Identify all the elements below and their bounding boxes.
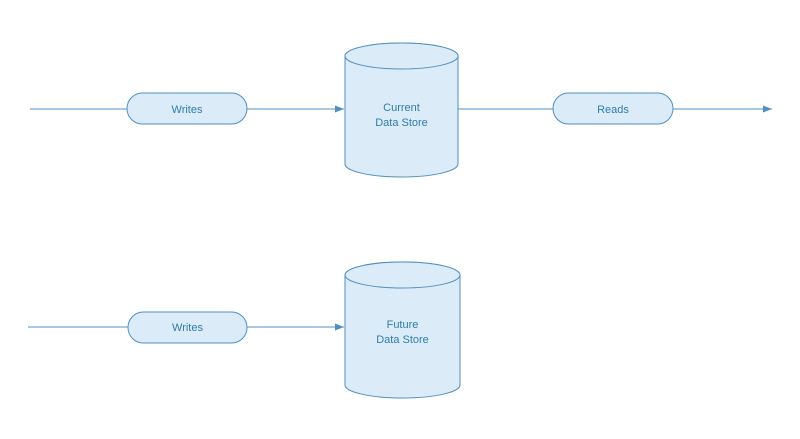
node-future-data-store: Future Data Store bbox=[344, 261, 461, 399]
node-current-data-store: Current Data Store bbox=[344, 42, 459, 178]
writes-bottom-label: Writes bbox=[172, 322, 203, 334]
node-writes-top: Writes bbox=[126, 92, 248, 125]
database-cylinder-top bbox=[344, 261, 461, 289]
flow-row-current: Writes Current Data Store Reads bbox=[30, 42, 772, 178]
current-store-label-line1: Current bbox=[383, 102, 420, 114]
flow-row-future: Writes Future Data Store bbox=[28, 261, 461, 399]
future-store-label-line2: Data Store bbox=[376, 334, 429, 346]
future-store-label-line1: Future bbox=[387, 319, 419, 331]
database-cylinder-top bbox=[344, 42, 459, 70]
node-reads: Reads bbox=[552, 92, 674, 125]
current-store-label-line2: Data Store bbox=[375, 117, 428, 129]
reads-label: Reads bbox=[597, 104, 629, 116]
writes-top-label: Writes bbox=[172, 104, 203, 116]
node-writes-bottom: Writes bbox=[127, 311, 248, 344]
